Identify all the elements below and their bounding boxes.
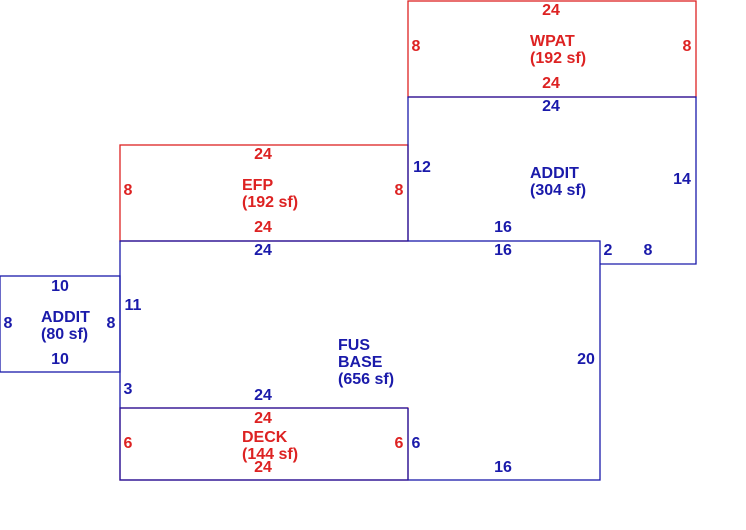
addit-right-label: ADDIT (304 sf)	[530, 165, 586, 199]
dim-deck-bottom: 24	[254, 459, 272, 476]
dim-base-bottom: 16	[494, 459, 512, 476]
dim-efp-bottom: 24	[254, 219, 272, 236]
dim-deck-right: 6	[394, 435, 404, 452]
dim-efp-top: 24	[254, 146, 272, 163]
dim-base-left: 11	[124, 297, 142, 314]
addit-right-outline	[407, 96, 697, 265]
dim-efp-left: 8	[123, 182, 133, 199]
deck-label: DECK (144 sf)	[242, 429, 298, 463]
dim-base-left-low: 3	[123, 381, 133, 398]
dim-wpat-left: 8	[411, 38, 421, 55]
addit-left-area: (80 sf)	[41, 326, 89, 343]
efp-name: EFP	[242, 177, 274, 194]
base-label: FUS BASE (656 sf)	[338, 337, 394, 388]
dim-wpat-right: 8	[682, 38, 692, 55]
dim-addit-r-bottom: 16	[494, 219, 512, 236]
dim-addit-l-bottom: 10	[51, 351, 69, 368]
dim-addit-l-right: 8	[106, 315, 116, 332]
wpat-label: WPAT (192 sf)	[530, 33, 586, 67]
dim-base-top-r: 16	[494, 242, 512, 259]
dim-wpat-bottom: 24	[542, 75, 560, 92]
dim-addit-r-step: 2	[603, 242, 613, 259]
addit-left-outline	[0, 275, 121, 373]
deck-name: DECK	[242, 429, 288, 446]
dim-deck-top: 24	[254, 410, 272, 427]
addit-left-label: ADDIT (80 sf)	[41, 309, 90, 343]
wpat-area: (192 sf)	[530, 50, 587, 67]
dim-wpat-top: 24	[542, 2, 560, 19]
dim-addit-l-top: 10	[51, 278, 69, 295]
deck-area: (144 sf)	[242, 446, 299, 463]
efp-label: EFP (192 sf)	[242, 177, 298, 211]
addit-right-area: (304 sf)	[530, 182, 587, 199]
dim-base-deck-right: 6	[411, 435, 421, 452]
dim-base-right: 20	[577, 351, 595, 368]
dim-deck-left: 6	[123, 435, 133, 452]
dim-efp-right: 8	[394, 182, 404, 199]
dim-addit-r-step-w: 8	[643, 242, 653, 259]
base-name2: BASE	[338, 354, 383, 371]
dim-base-deck-top: 24	[254, 387, 272, 404]
dim-base-top: 24	[254, 242, 272, 259]
base-name1: FUS	[338, 337, 370, 354]
addit-left-name: ADDIT	[41, 309, 90, 326]
dim-addit-r-left: 12	[413, 159, 431, 176]
base-area: (656 sf)	[338, 371, 395, 388]
addit-right-name: ADDIT	[530, 165, 579, 182]
dim-addit-r-right: 14	[673, 171, 691, 188]
wpat-name: WPAT	[530, 33, 575, 50]
dim-addit-l-left: 8	[3, 315, 13, 332]
efp-area: (192 sf)	[242, 194, 299, 211]
dim-addit-r-top: 24	[542, 98, 560, 115]
